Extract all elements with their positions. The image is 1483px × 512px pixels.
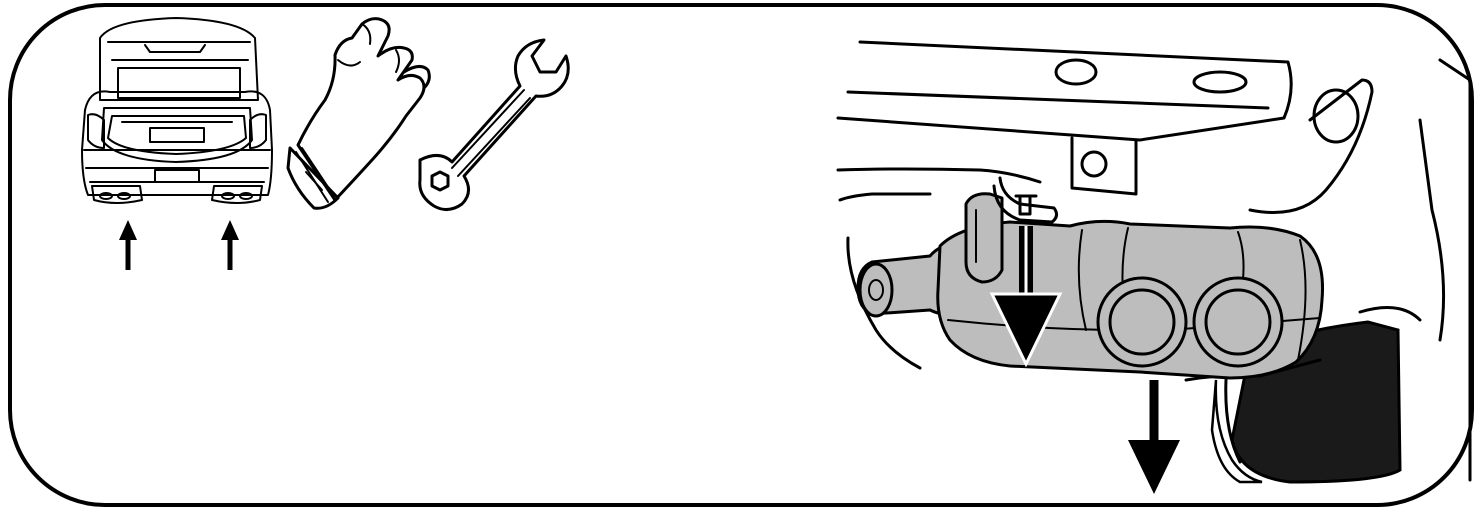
protective-glove-icon	[288, 19, 429, 209]
up-arrow-icon	[119, 220, 137, 270]
muffler-assembly	[858, 178, 1323, 378]
down-arrow-icon	[1128, 380, 1180, 494]
car-rear-open-trunk-icon	[82, 18, 272, 203]
up-arrow-icon	[221, 220, 239, 270]
open-end-wrench-icon	[420, 40, 568, 210]
